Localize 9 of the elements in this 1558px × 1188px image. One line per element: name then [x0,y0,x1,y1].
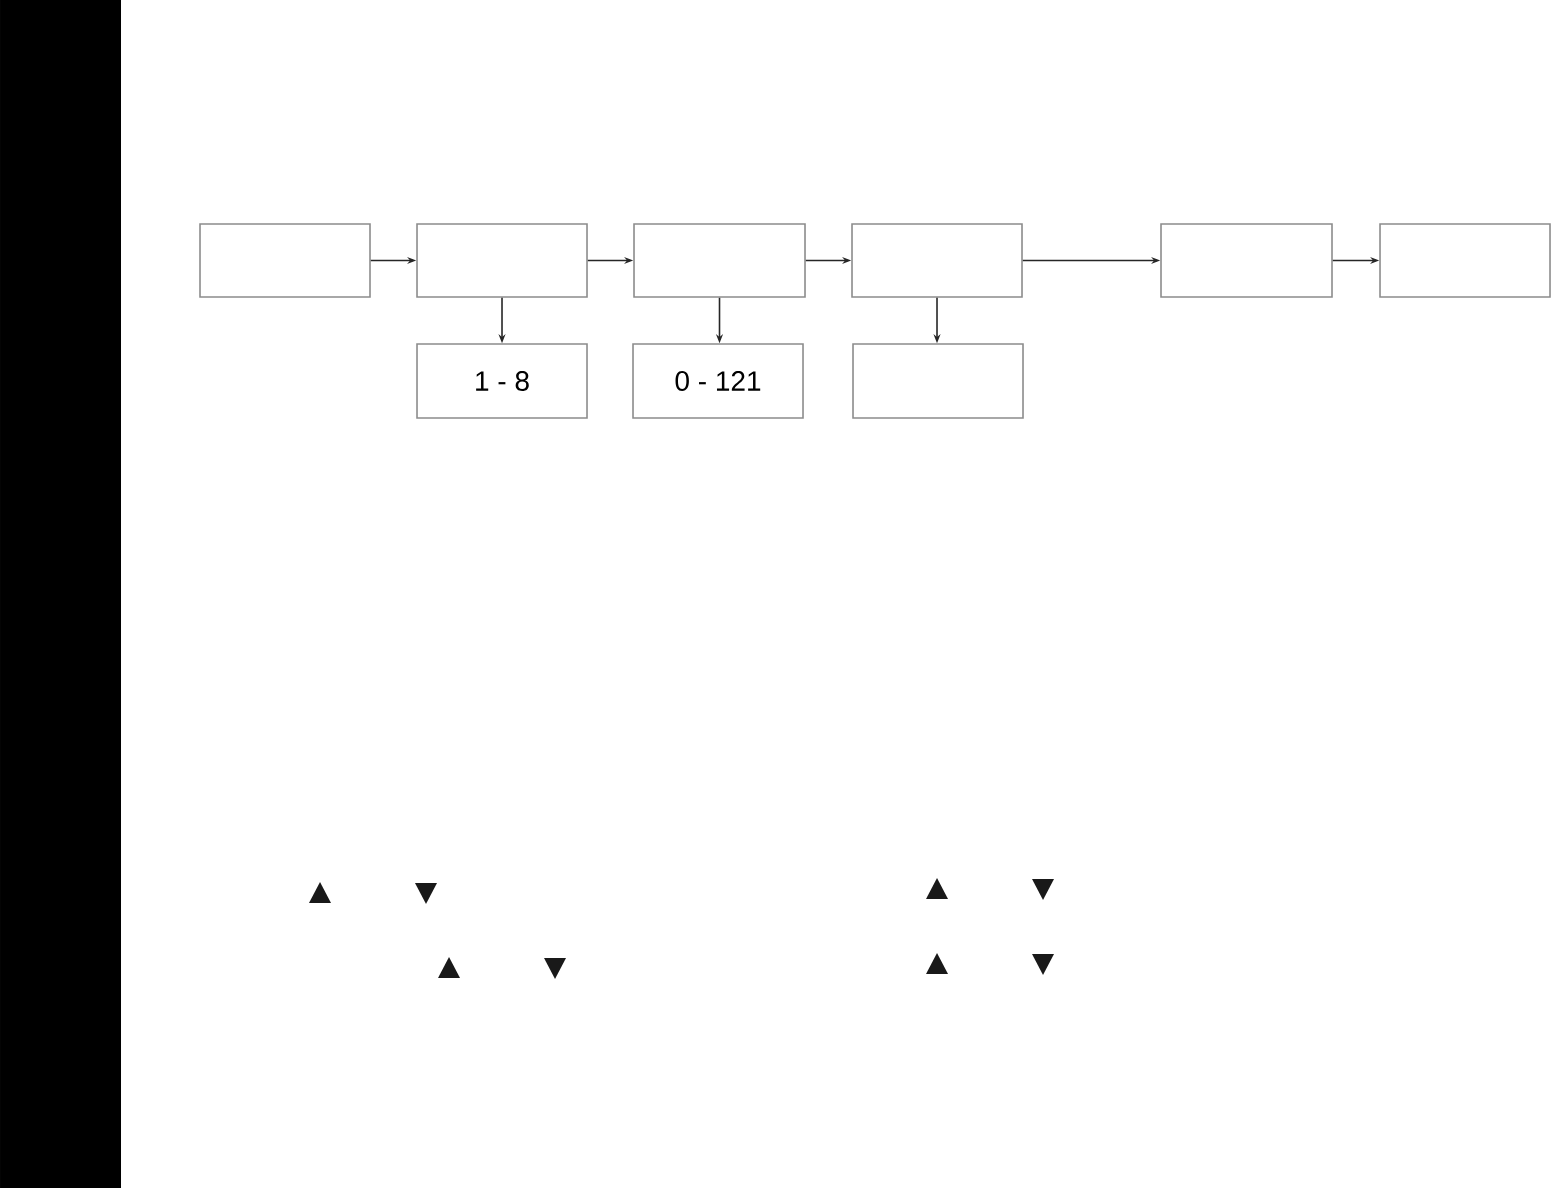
value-box: 1 - 8 [416,343,588,419]
empty-box [633,223,806,298]
empty-box [1160,223,1333,298]
empty-box [416,223,588,298]
empty-box [1379,223,1551,298]
empty-box [852,343,1024,419]
value-box: 0 - 121 [632,343,804,419]
empty-box [851,223,1023,298]
empty-box [199,223,371,298]
